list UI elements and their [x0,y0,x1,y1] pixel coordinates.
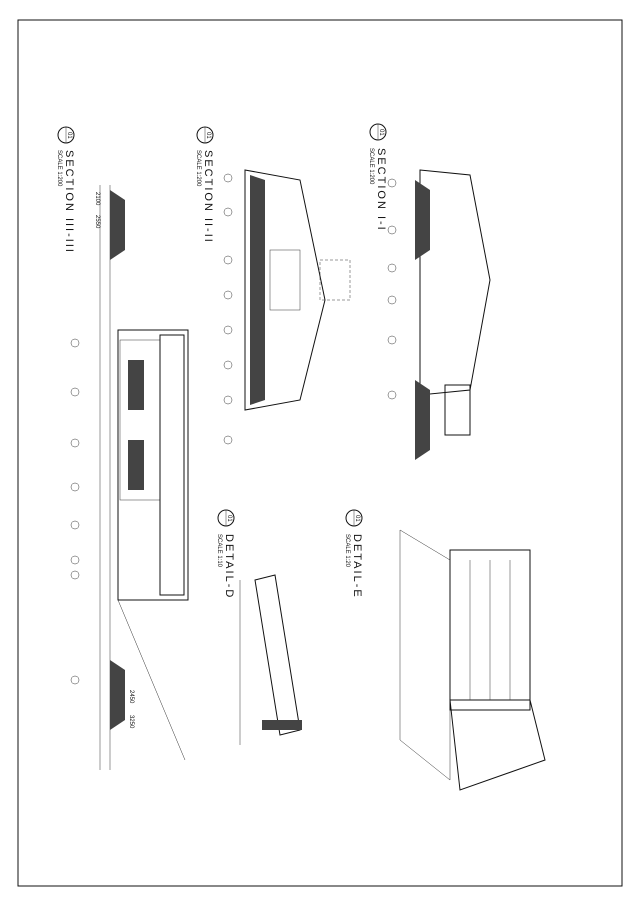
dim-2450: 2450 [128,690,134,704]
detail-d-title: DETAIL-D [223,534,235,599]
dim-3250: 3250 [128,715,134,729]
sheet-border [17,19,623,887]
detail-e-number: 01 [354,515,360,522]
detail-e-title: DETAIL-E [351,534,363,599]
section-1-scale: SCALE 1:200 [368,148,374,185]
detail-e-drawing: 01 DETAIL-E SCALE 1:20 [344,509,546,791]
dim-2550: 2550 [94,215,100,229]
section-3-title: SECTION III-III [63,150,75,254]
section-1-title: SECTION I-I [375,148,387,232]
section-2-title: SECTION II-II [202,150,214,244]
section-3-number: 01 [66,132,72,139]
detail-e-scale: SCALE 1:20 [344,534,350,568]
section-2-number: 01 [205,132,211,139]
detail-d-number: 01 [226,515,232,522]
section-3-drawing: 01 SECTION III-III SCALE 1:200 2100 2550… [56,126,189,770]
section-2-scale: SCALE 1:200 [195,150,201,187]
section-1-drawing: 01 SECTION I-I SCALE 1:200 [368,123,491,460]
dim-2100: 2100 [94,192,100,206]
detail-d-scale: SCALE 1:10 [216,534,222,568]
section-2-drawing: 01 SECTION II-II SCALE 1:200 [195,126,351,445]
detail-d-drawing: 01 DETAIL-D SCALE 1:10 [216,509,302,745]
section-3-scale: SCALE 1:200 [56,150,62,187]
section-1-number: 01 [378,129,384,136]
